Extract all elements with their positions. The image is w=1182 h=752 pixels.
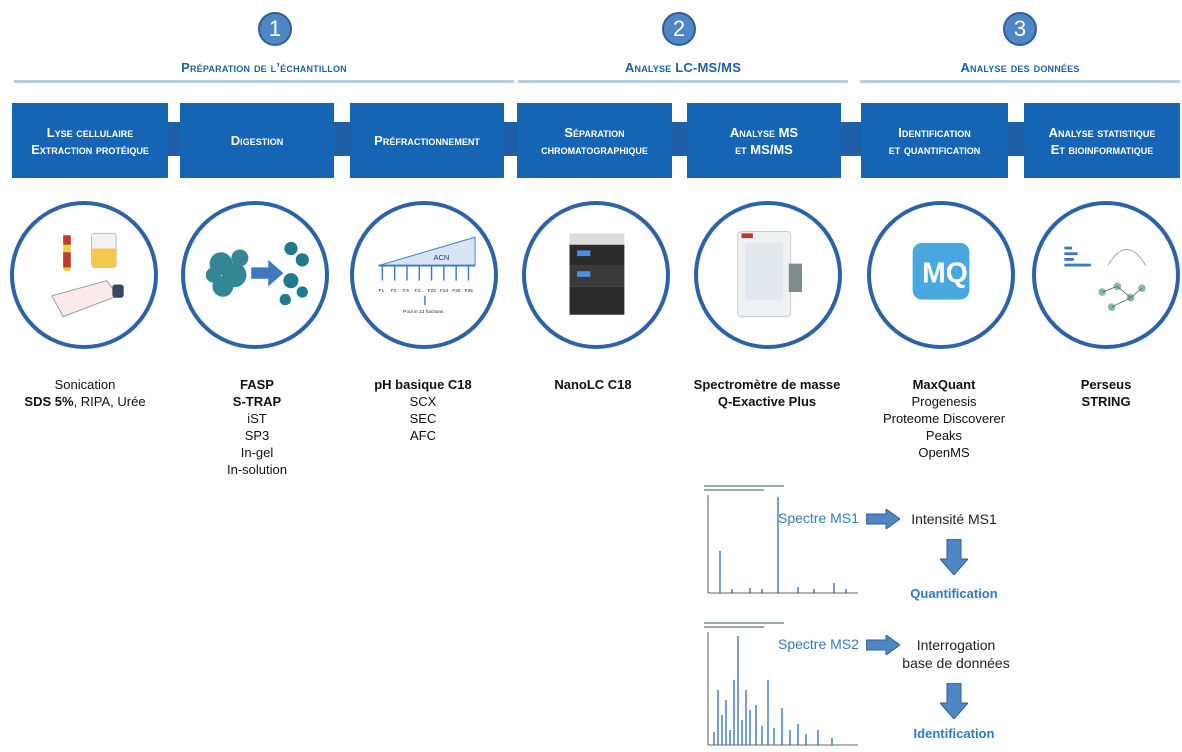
lysis-methods: Sonication SDS 5%, RIPA, Urée [24,377,146,409]
phase-3-number: 3 [1003,12,1037,46]
ms1-intensity-text: Intensité MS1 [911,511,997,527]
ms2-spectrum-thumbnail [702,620,862,747]
mass-spectrometer-illustration [694,201,842,349]
phase-1-number: 1 [258,12,292,46]
digestion-illustration [181,201,329,349]
maxquant-logo-text: MQ [922,258,968,290]
quantification-result: Quantification [910,586,998,601]
identification-software: MaxQuant Progenesis Proteome Discoverer … [882,377,1006,460]
ms2-down-arrow-icon [938,682,970,724]
fraction-label: F2 [391,288,397,294]
ms1-spectrum-thumbnail [702,483,862,598]
pool-label: Pool in 13 fractions [403,309,444,315]
separation-methods: NanoLC C18 [554,377,632,392]
ms2-spectrum-label: Spectre MS2 [778,636,859,652]
phase-1-title: Préparation de l’échantillon [181,60,347,75]
ms1-spectrum-label: Spectre MS1 [778,510,859,526]
lysis-illustration [10,201,158,349]
fraction-label: F24 [440,288,449,294]
prefractionation-illustration: ACN F1 F2 F3 F4... F23 F24 F25 F26 Pool … [350,201,498,349]
identification-result: Identification [913,726,995,741]
phase-3-title: Analyse des données [960,60,1080,75]
statistics-software: Perseus STRING [1080,377,1132,409]
fraction-label: F26 [465,288,474,294]
phase-3-underline [860,80,1180,83]
database-search-text: Interrogation base de données [902,637,1010,671]
step-prefractionation: Préfractionnement [350,103,504,178]
fraction-label: F25 [452,288,461,294]
phase-1-underline [14,80,514,83]
fraction-label: F4... [415,288,424,294]
digestion-methods: FASP S-TRAP iST SP3 In-gel In-solution [227,377,287,477]
phase-2-underline [518,80,848,83]
bioinformatics-illustration [1032,201,1180,349]
step-digestion: Digestion [180,103,334,178]
fraction-label: F3 [403,288,409,294]
phase-2-title: Analyse LC-MS/MS [624,60,742,75]
ms1-right-arrow-icon [865,508,901,534]
ms-instruments: Spectromètre de masse Q-Exactive Plus [693,377,841,409]
nanolc-illustration [522,201,670,349]
acn-label: ACN [433,253,449,262]
fraction-label: F23 [428,288,437,294]
maxquant-illustration: MQ [867,201,1015,349]
prefractionation-methods: pH basique C18 SCX SEC AFC [374,377,472,443]
fraction-label: F1 [379,288,385,294]
phase-2-number: 2 [662,12,696,46]
ms2-right-arrow-icon [865,634,901,660]
ms1-down-arrow-icon [938,538,970,580]
